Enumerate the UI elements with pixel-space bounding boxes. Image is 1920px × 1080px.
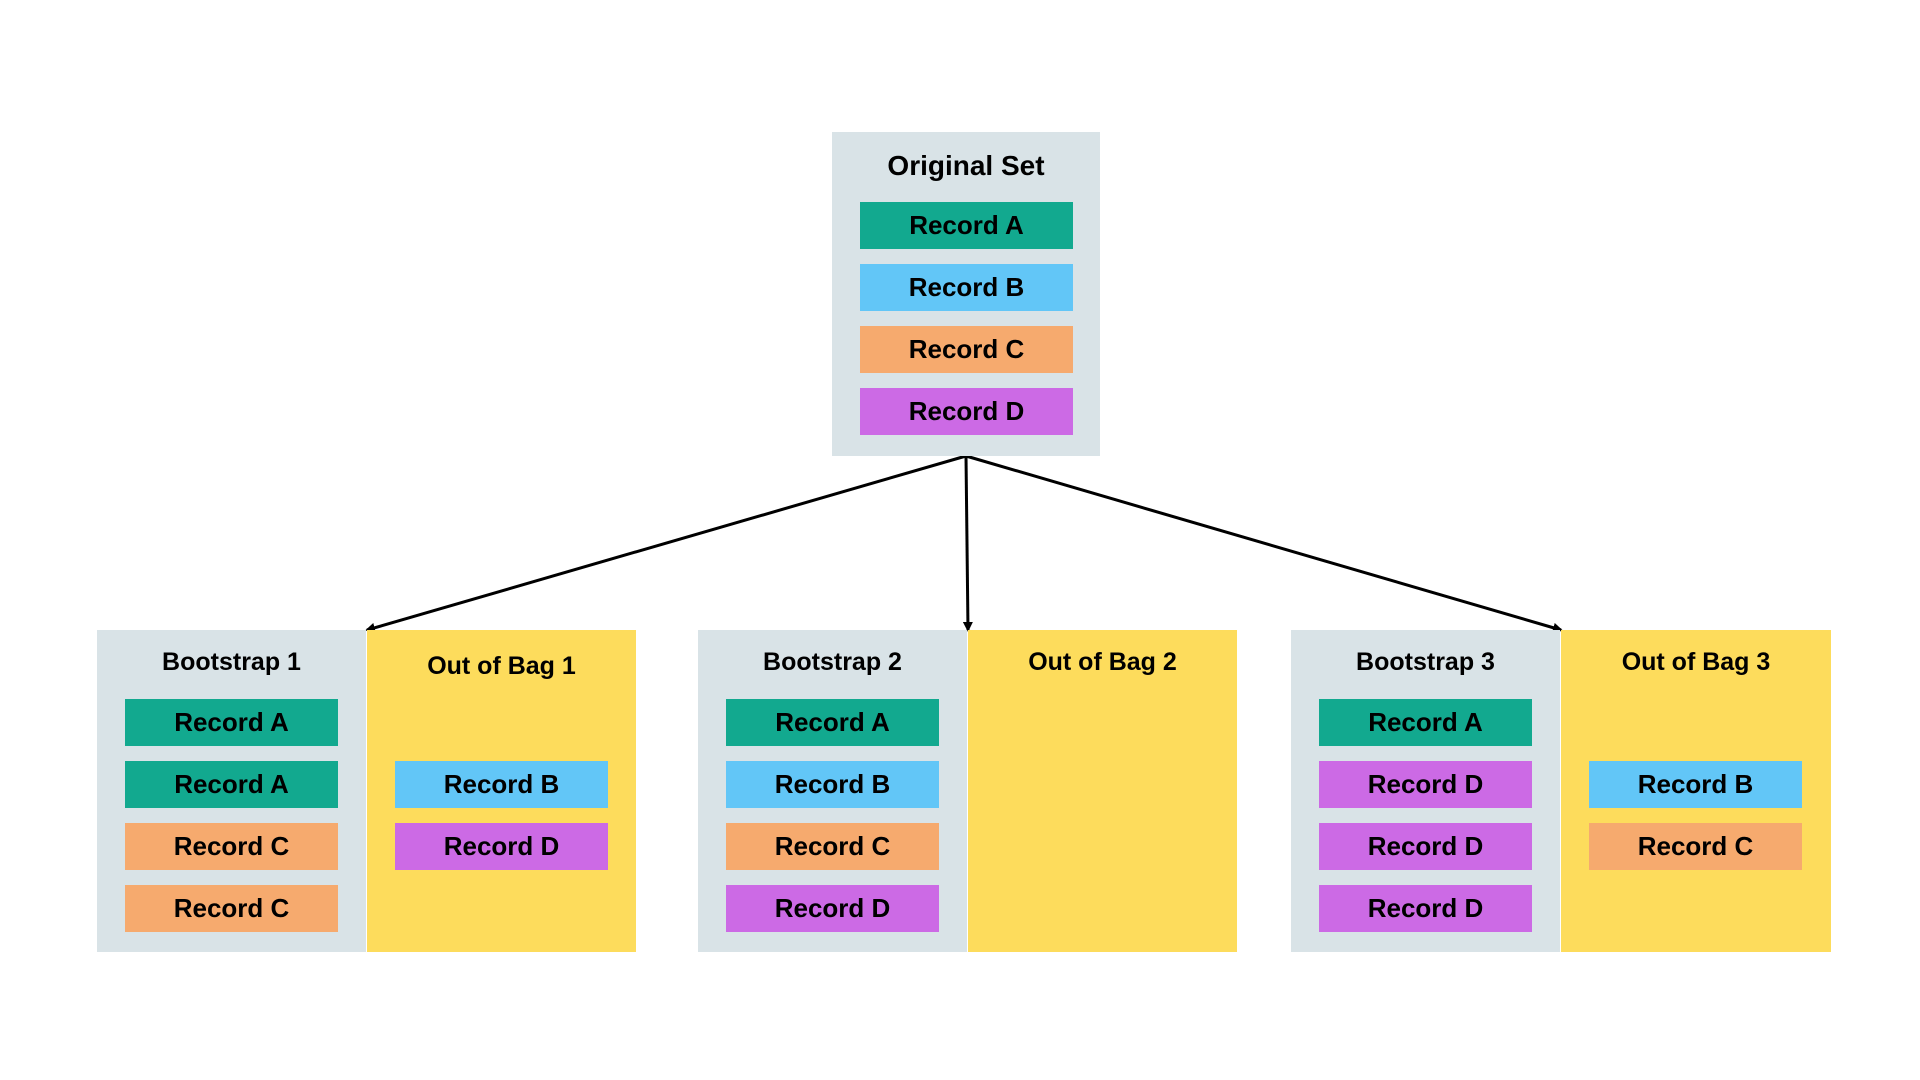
bootstrap-2-record: Record D	[726, 885, 939, 932]
out-of-bag-2-panel: Out of Bag 2	[968, 630, 1237, 952]
bootstrap-1-record: Record C	[125, 885, 338, 932]
bootstrap-1-title: Bootstrap 1	[162, 648, 301, 676]
arrow-to-group-3	[965, 454, 1563, 633]
bootstrap-3-record: Record D	[1319, 885, 1532, 932]
out-of-bag-1-title: Out of Bag 1	[427, 652, 576, 680]
bootstrap-3-title: Bootstrap 3	[1356, 648, 1495, 676]
bootstrap-2-record: Record B	[726, 761, 939, 808]
out-of-bag-1-record: Record B	[395, 761, 608, 808]
out-of-bag-3-record: Record B	[1589, 761, 1802, 808]
bootstrap-2-panel: Bootstrap 2 Record A Record B Record C R…	[698, 630, 967, 952]
bootstrap-2-record: Record A	[726, 699, 939, 746]
original-record: Record D	[860, 388, 1073, 435]
bootstrap-1-record: Record A	[125, 761, 338, 808]
original-record: Record A	[860, 202, 1073, 249]
bootstrap-2-title: Bootstrap 2	[763, 648, 902, 676]
bootstrap-1-record: Record A	[125, 699, 338, 746]
original-set-title: Original Set	[887, 150, 1045, 181]
bootstrap-1-panel: Bootstrap 1 Record A Record A Record C R…	[97, 630, 366, 952]
out-of-bag-3-record: Record C	[1589, 823, 1802, 870]
bootstrap-1-record: Record C	[125, 823, 338, 870]
bootstrap-3-record: Record D	[1319, 761, 1532, 808]
original-record: Record C	[860, 326, 1073, 373]
original-set-panel: Original Set Record A Record B Record C …	[832, 132, 1100, 456]
bootstrap-3-record: Record D	[1319, 823, 1532, 870]
original-record: Record B	[860, 264, 1073, 311]
bootstrap-3-record: Record A	[1319, 699, 1532, 746]
bootstrap-3-panel: Bootstrap 3 Record A Record D Record D R…	[1291, 630, 1560, 952]
arrow-to-group-1	[365, 454, 967, 633]
arrow-to-group-2	[962, 455, 973, 632]
out-of-bag-1-panel: Out of Bag 1 Record B Record D	[367, 630, 636, 952]
bootstrap-2-record: Record C	[726, 823, 939, 870]
out-of-bag-3-panel: Out of Bag 3 Record B Record C	[1561, 630, 1831, 952]
out-of-bag-2-title: Out of Bag 2	[1028, 648, 1177, 676]
out-of-bag-3-title: Out of Bag 3	[1621, 648, 1771, 676]
out-of-bag-1-record: Record D	[395, 823, 608, 870]
